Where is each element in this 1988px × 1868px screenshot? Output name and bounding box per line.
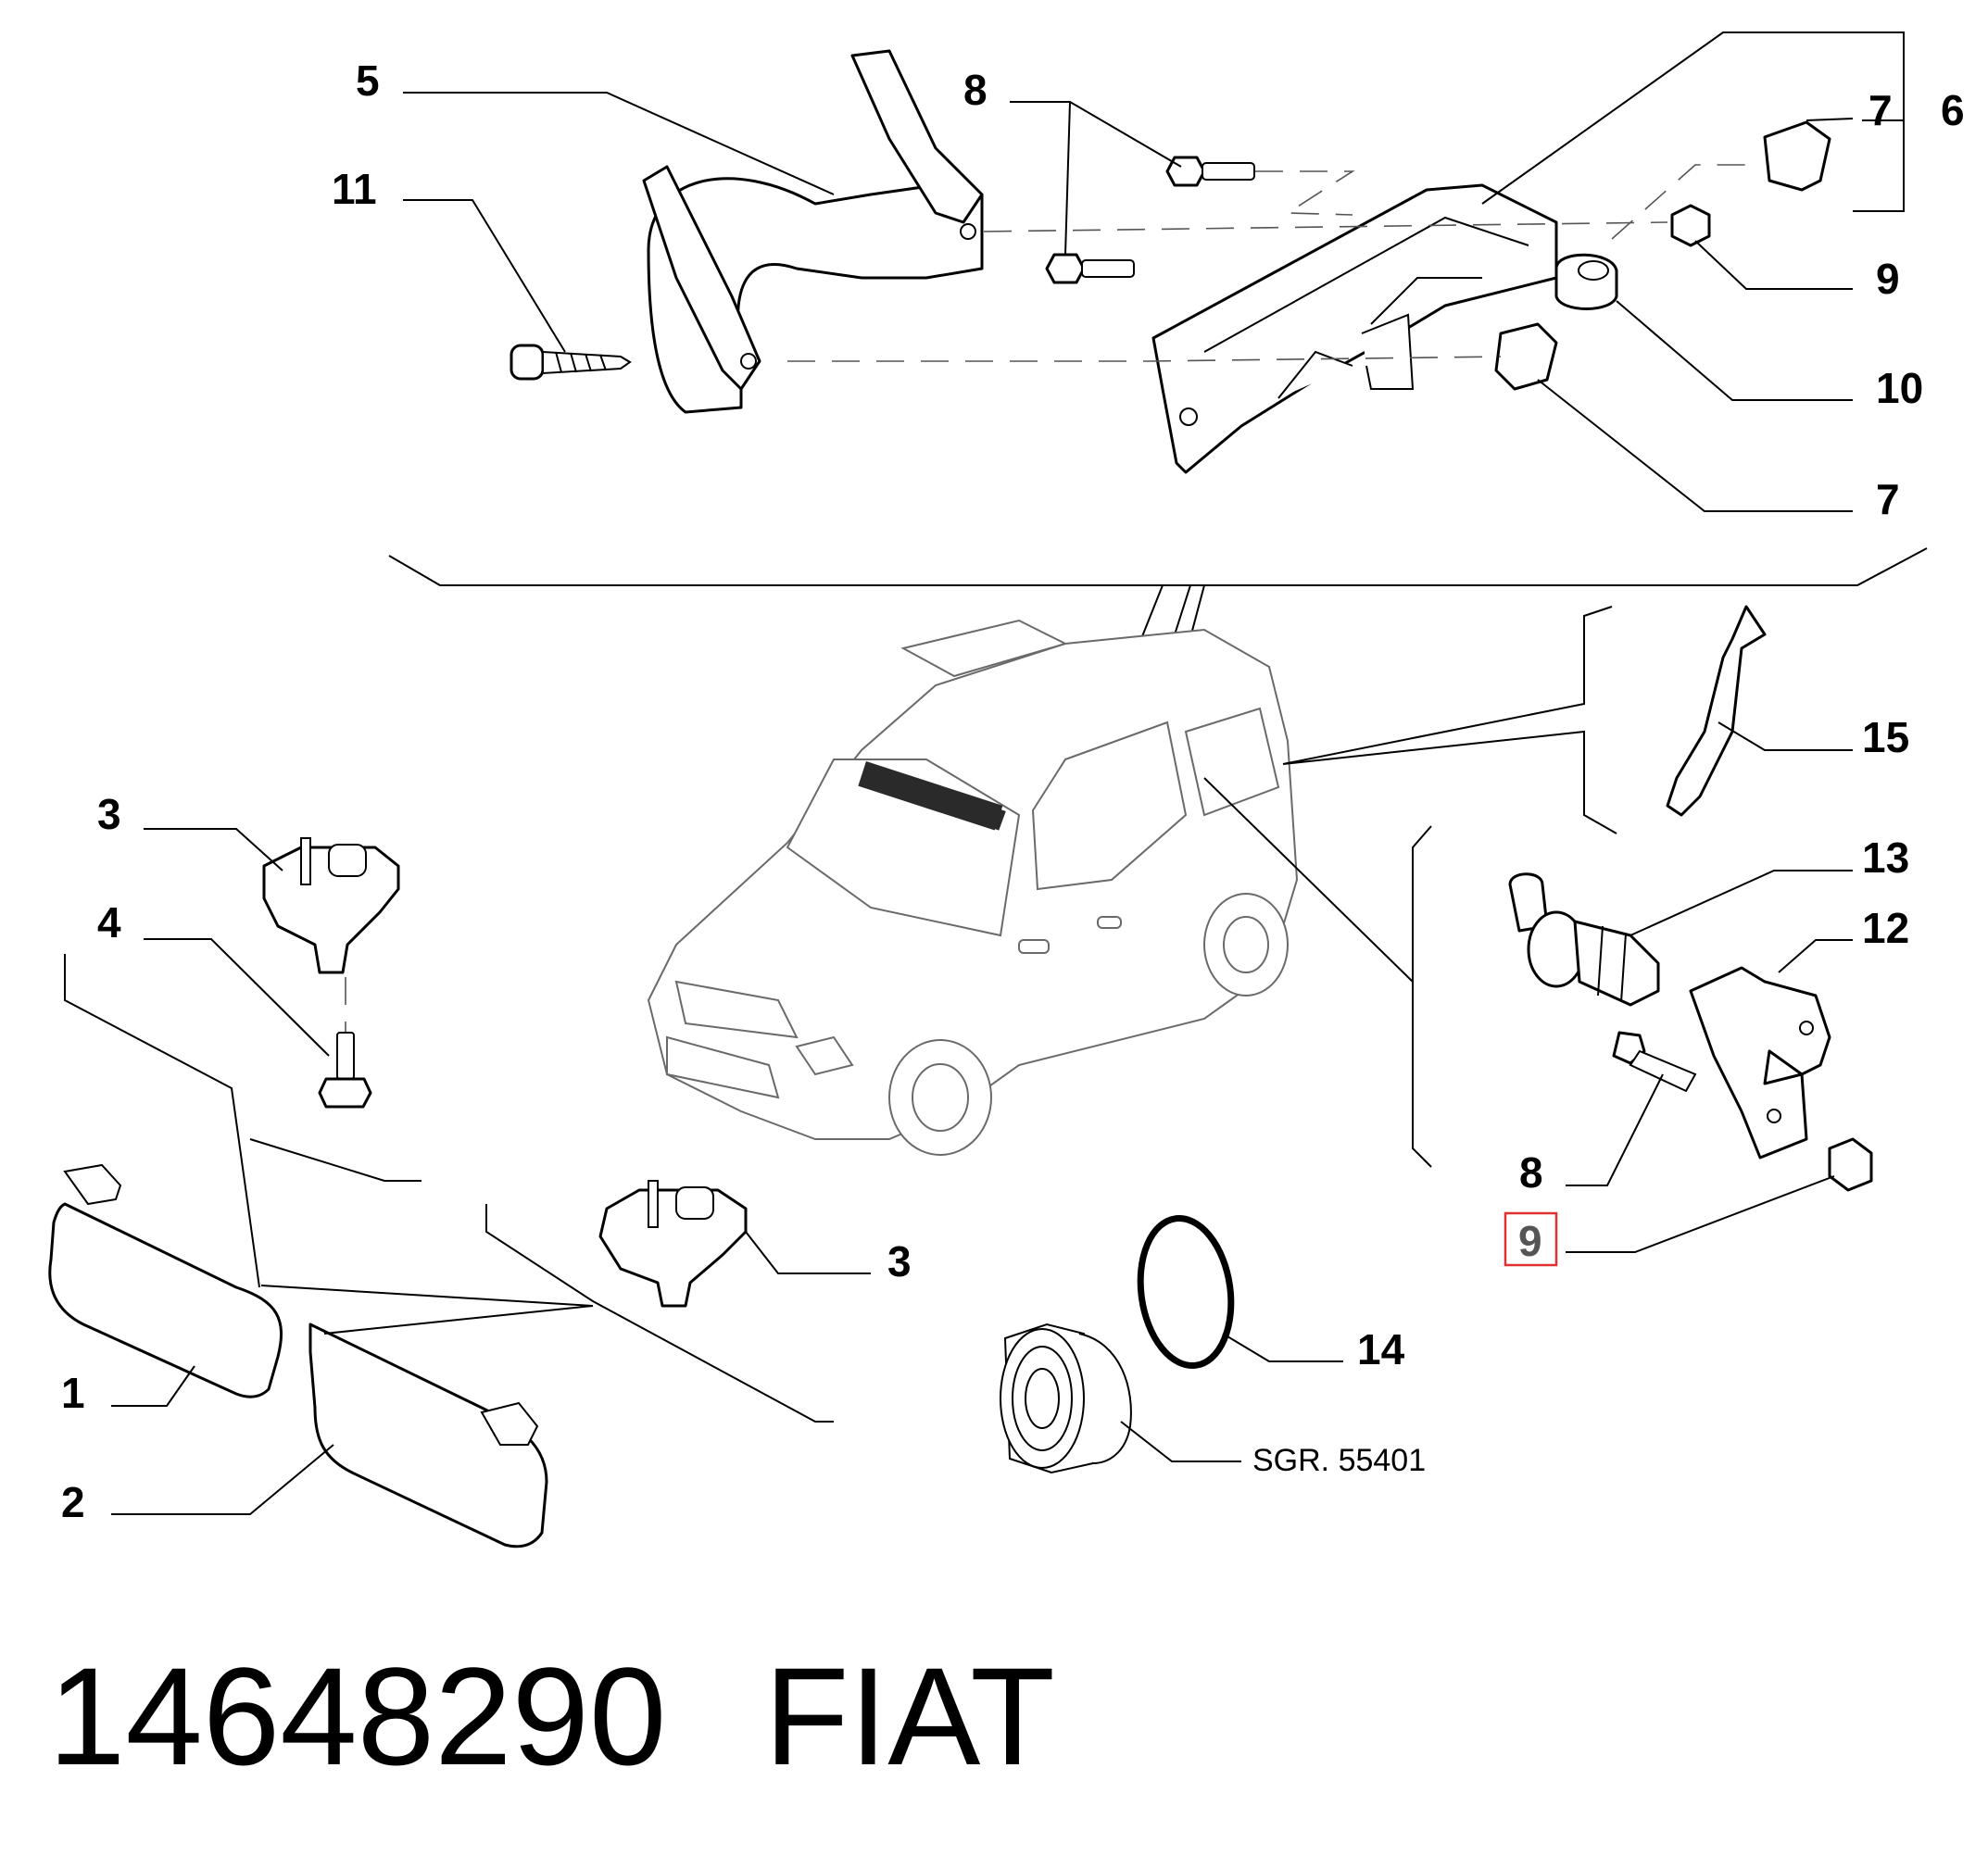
part-number: 14648290 (48, 1638, 666, 1794)
mount-3-upper (262, 846, 400, 974)
reference-sgr: SGR. 55401 (1252, 1443, 1426, 1478)
callout-9-highlighted: 9 (1518, 1217, 1542, 1265)
callout-2: 2 (61, 1478, 85, 1526)
bracket-5-arm-left (642, 165, 761, 391)
ring-14 (1137, 1214, 1235, 1370)
callout-14: 14 (1357, 1325, 1405, 1373)
nut-9-top (1670, 204, 1711, 247)
callout-8-right: 8 (1519, 1148, 1543, 1197)
bolt-8-top-b (1045, 253, 1135, 284)
callout-7-top: 7 (1868, 86, 1893, 134)
callout-10: 10 (1876, 364, 1923, 412)
callout-3-upper: 3 (97, 790, 121, 838)
left-group (48, 828, 871, 1548)
clip-7-bottom (1494, 322, 1558, 391)
push-pin-13 (1508, 872, 1660, 1007)
top-assembly (403, 31, 1905, 512)
strap-15 (1666, 605, 1767, 817)
bracket-5-arm-right (850, 49, 984, 224)
callout-1: 1 (61, 1369, 85, 1417)
speaker (1000, 1323, 1132, 1474)
speaker-group (1000, 1214, 1343, 1474)
callout-4: 4 (97, 898, 121, 947)
callout-5: 5 (356, 56, 380, 105)
callout-11: 11 (332, 165, 377, 213)
screw-11 (510, 344, 632, 381)
mount-3-lower (598, 1188, 748, 1308)
callout-12: 12 (1862, 904, 1909, 952)
car-illustration (647, 619, 1299, 1156)
bolt-8-right (1612, 1031, 1697, 1093)
callout-9-top: 9 (1876, 255, 1900, 303)
highlight-box (1504, 1211, 1558, 1267)
callout-6: 6 (1941, 86, 1965, 134)
brand-name: FIAT (764, 1638, 1055, 1794)
sun-visor-1 (48, 1202, 283, 1398)
angle-bracket-12 (1689, 966, 1831, 1160)
right-group (1203, 605, 1873, 1253)
callout-7-bottom: 7 (1876, 475, 1900, 523)
clip-7-top (1763, 120, 1831, 192)
bolt-8-top-a (1165, 156, 1255, 187)
bolt-4 (318, 1032, 372, 1109)
nut-9-right (1828, 1137, 1873, 1192)
callout-3-lower: 3 (887, 1237, 912, 1285)
callout-13: 13 (1862, 834, 1909, 882)
callout-8-top: 8 (963, 66, 988, 114)
callout-15: 15 (1862, 713, 1909, 761)
